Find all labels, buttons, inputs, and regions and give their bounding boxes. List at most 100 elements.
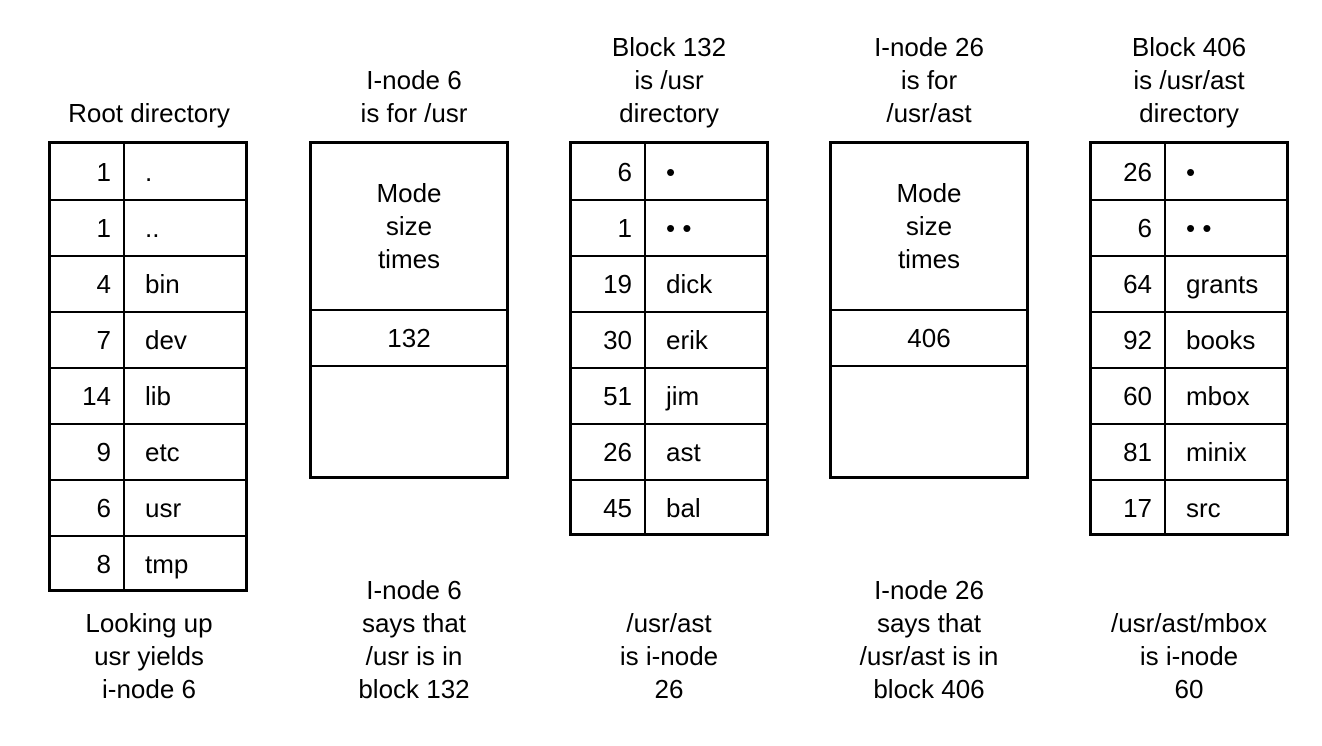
column-header-line: directory xyxy=(619,98,719,128)
column-header-line: is /usr/ast xyxy=(1133,65,1245,95)
inode-attribute: Mode xyxy=(896,178,962,208)
directory-entry: 8 tmp xyxy=(51,535,245,592)
column-header-line: is for xyxy=(900,65,958,95)
entry-filename: . xyxy=(145,156,153,187)
column-footer-line: block 406 xyxy=(873,674,985,704)
inode-empty-slots xyxy=(312,367,506,476)
entry-inode-number: 6 xyxy=(572,144,646,200)
entry-filename: minix xyxy=(1186,437,1247,467)
column-header-line: Root directory xyxy=(68,98,230,128)
column-header-line: Block 132 xyxy=(611,32,727,62)
entry-filename: tmp xyxy=(145,549,189,579)
entry-inode-number: 64 xyxy=(1092,257,1166,312)
entry-inode-number: 6 xyxy=(1092,201,1166,256)
inode-attribute: times xyxy=(897,244,961,274)
directory-entry: 51 jim xyxy=(572,367,766,424)
entry-filename: ast xyxy=(666,437,701,467)
entry-filename: mbox xyxy=(1186,381,1250,411)
entry-filename: jim xyxy=(666,381,700,411)
directory-entry: 45 bal xyxy=(572,479,766,536)
entry-filename: etc xyxy=(145,437,180,467)
entry-filename: bin xyxy=(145,269,180,299)
directory-entry: 64 grants xyxy=(1092,255,1286,312)
entry-inode-number: 9 xyxy=(51,425,125,480)
inode-attribute: size xyxy=(905,211,953,241)
column-header-line: is /usr xyxy=(634,65,704,95)
entry-inode-number: 14 xyxy=(51,369,125,424)
directory-entry: 1.. xyxy=(51,199,245,256)
entry-filename: usr xyxy=(145,493,182,523)
entry-inode-number: 92 xyxy=(1092,313,1166,368)
column-header-line: Block 406 xyxy=(1131,32,1247,62)
directory-entry: 6• xyxy=(572,144,766,200)
entry-filename: bal xyxy=(666,493,701,523)
directory-entry: 1. xyxy=(51,144,245,200)
column-header-line: I-node 26 xyxy=(874,32,984,62)
column-footer-line: /usr is in xyxy=(365,641,463,671)
directory-entry: 60 mbox xyxy=(1092,367,1286,424)
inode-block-address: 132 xyxy=(312,311,506,367)
entry-inode-number: 26 xyxy=(572,425,646,480)
entry-inode-number: 17 xyxy=(1092,481,1166,536)
entry-filename: src xyxy=(1186,493,1221,523)
entry-inode-number: 8 xyxy=(51,537,125,592)
column-header: Root directory xyxy=(68,97,230,130)
column-footer-line: I-node 26 xyxy=(874,575,984,605)
entry-inode-number: 1 xyxy=(51,144,125,200)
entry-inode-number: 6 xyxy=(51,481,125,536)
column-footer-line: usr yields xyxy=(94,641,204,671)
directory-entry: 14 lib xyxy=(51,367,245,424)
directory-entry: 1• • xyxy=(572,199,766,256)
entry-filename: books xyxy=(1186,325,1256,355)
entry-inode-number: 51 xyxy=(572,369,646,424)
column-footer-line: is i-node xyxy=(619,641,719,671)
column-footer-line: 26 xyxy=(654,674,684,704)
directory-entry: 19 dick xyxy=(572,255,766,312)
column-footer-line: says that xyxy=(361,608,467,638)
entry-inode-number: 1 xyxy=(51,201,125,256)
directory-entry: 4 bin xyxy=(51,255,245,312)
column-footer-line: i-node 6 xyxy=(102,674,196,704)
directory-entry: 17 src xyxy=(1092,479,1286,536)
column-footer-line: is i-node xyxy=(1139,641,1239,671)
column-footer-line: says that xyxy=(876,608,982,638)
column-footer-line: 60 xyxy=(1174,674,1204,704)
entry-inode-number: 19 xyxy=(572,257,646,312)
inode-block-address: 406 xyxy=(832,311,1026,367)
inode-attribute: times xyxy=(377,244,441,274)
entry-inode-number: 45 xyxy=(572,481,646,536)
entry-filename: • • xyxy=(1186,213,1212,243)
entry-inode-number: 60 xyxy=(1092,369,1166,424)
directory-entry: 81 minix xyxy=(1092,423,1286,480)
entry-inode-number: 81 xyxy=(1092,425,1166,480)
entry-filename: lib xyxy=(145,381,172,411)
entry-filename: erik xyxy=(666,325,708,355)
entry-filename: dick xyxy=(666,269,713,299)
entry-filename: • xyxy=(666,156,676,187)
entry-filename: • xyxy=(1186,156,1196,187)
column-header-line: /usr/ast xyxy=(886,98,972,128)
entry-inode-number: 4 xyxy=(51,257,125,312)
column-footer-line: I-node 6 xyxy=(366,575,462,605)
entry-filename: grants xyxy=(1186,269,1259,299)
column-header-line: is for /usr xyxy=(360,98,468,128)
column-footer-line: /usr/ast is in xyxy=(859,641,999,671)
